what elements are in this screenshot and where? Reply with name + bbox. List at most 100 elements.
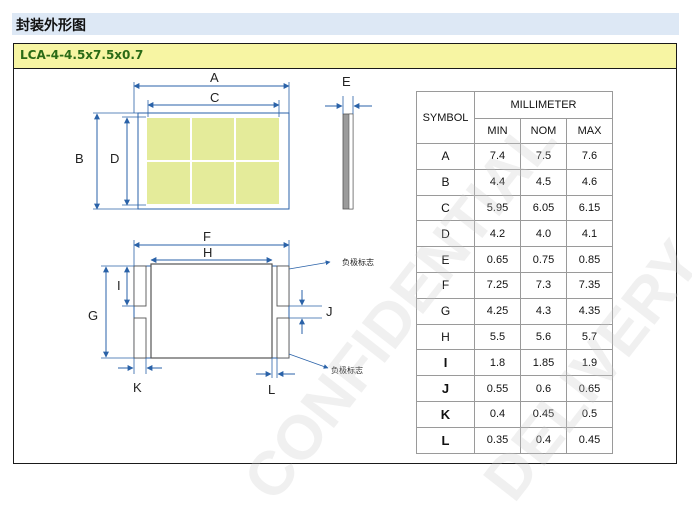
pad-cell xyxy=(145,116,192,162)
pad-grid xyxy=(145,116,281,206)
row-min: 7.25 xyxy=(474,271,521,299)
dim-label-a: A xyxy=(210,70,219,85)
section-header: 封装外形图 xyxy=(12,13,679,35)
row-min: 0.65 xyxy=(474,246,521,273)
row-nom: 4.5 xyxy=(520,168,567,196)
row-symbol: C xyxy=(416,194,475,222)
row-max: 4.35 xyxy=(566,297,613,325)
row-max: 1.9 xyxy=(566,349,613,377)
dim-label-d: D xyxy=(110,151,119,166)
table-row: D 4.2 4.0 4.1 xyxy=(416,220,613,248)
table-row: K 0.4 0.45 0.5 xyxy=(416,400,613,428)
dim-label-e: E xyxy=(342,74,351,89)
row-min: 5.95 xyxy=(474,194,521,222)
row-min: 0.4 xyxy=(474,400,521,428)
row-max: 4.1 xyxy=(566,220,613,248)
package-side-face xyxy=(348,113,354,210)
dim-label-i: I xyxy=(117,278,121,293)
row-min: 4.4 xyxy=(474,168,521,196)
row-max: 7.6 xyxy=(566,143,613,170)
row-nom: 0.75 xyxy=(520,246,567,273)
row-symbol: A xyxy=(416,143,475,170)
dim-label-k: K xyxy=(133,380,142,395)
table-row: J 0.55 0.6 0.65 xyxy=(416,375,613,402)
dim-label-c: C xyxy=(210,90,219,105)
table-row: B 4.4 4.5 4.6 xyxy=(416,168,613,196)
row-symbol: H xyxy=(416,323,475,351)
pad-cell xyxy=(145,160,192,206)
row-nom: 7.3 xyxy=(520,271,567,299)
row-nom: 7.5 xyxy=(520,143,567,170)
row-symbol: I xyxy=(416,349,475,377)
top-view: A C B D xyxy=(75,70,290,210)
pad-cell xyxy=(190,160,236,206)
bottom-view: F H G I J K L 负极标志 负极标志 xyxy=(88,229,374,397)
corner-pad xyxy=(133,265,147,307)
row-nom: 6.05 xyxy=(520,194,567,222)
pad-cell xyxy=(234,160,281,206)
row-min: 1.8 xyxy=(474,349,521,377)
row-max: 6.15 xyxy=(566,194,613,222)
corner-pad xyxy=(133,317,147,359)
package-drawing: A C B D E xyxy=(75,70,374,397)
row-max: 0.85 xyxy=(566,246,613,273)
row-nom: 1.85 xyxy=(520,349,567,377)
table-row: E 0.65 0.75 0.85 xyxy=(416,246,613,273)
row-symbol: J xyxy=(416,375,475,402)
dim-label-b: B xyxy=(75,151,84,166)
pad-cell xyxy=(234,116,281,162)
min-header: MIN xyxy=(474,118,521,144)
row-min: 0.55 xyxy=(474,375,521,402)
row-max: 0.45 xyxy=(566,426,613,454)
row-symbol: K xyxy=(416,400,475,428)
table-row: I 1.8 1.85 1.9 xyxy=(416,349,613,377)
table-row: L 0.35 0.4 0.45 xyxy=(416,426,613,454)
millimeter-header: MILLIMETER xyxy=(474,91,613,119)
row-min: 7.4 xyxy=(474,143,521,170)
row-min: 5.5 xyxy=(474,323,521,351)
nom-header: NOM xyxy=(520,118,567,144)
table-row: A 7.4 7.5 7.6 xyxy=(416,143,613,170)
dim-label-h: H xyxy=(203,245,212,260)
dimension-table: SYMBOL MILLIMETER MIN NOM MAX A 7.4 7.5 … xyxy=(416,91,613,454)
row-symbol: F xyxy=(416,271,475,299)
corner-pad xyxy=(276,317,290,359)
table-row: C 5.95 6.05 6.15 xyxy=(416,194,613,222)
dim-label-j: J xyxy=(326,304,333,319)
row-symbol: B xyxy=(416,168,475,196)
row-max: 0.5 xyxy=(566,400,613,428)
row-nom: 0.45 xyxy=(520,400,567,428)
row-nom: 4.0 xyxy=(520,220,567,248)
row-symbol: E xyxy=(416,246,475,273)
row-max: 0.65 xyxy=(566,375,613,402)
row-nom: 0.6 xyxy=(520,375,567,402)
side-view: E xyxy=(325,74,372,210)
symbol-header: SYMBOL xyxy=(416,91,475,144)
pad-cell xyxy=(190,116,236,162)
package-header: LCA-4-4.5x7.5x0.7 xyxy=(14,44,676,69)
row-symbol: L xyxy=(416,426,475,454)
dim-label-l: L xyxy=(268,382,275,397)
dim-label-g: G xyxy=(88,308,98,323)
table-row: G 4.25 4.3 4.35 xyxy=(416,297,613,325)
row-max: 4.6 xyxy=(566,168,613,196)
row-min: 0.35 xyxy=(474,426,521,454)
row-nom: 4.3 xyxy=(520,297,567,325)
row-max: 5.7 xyxy=(566,323,613,351)
corner-pad xyxy=(276,265,290,307)
package-frame: LCA-4-4.5x7.5x0.7 xyxy=(13,43,677,464)
negative-mark-note-bottom: 负极标志 xyxy=(331,365,363,375)
dim-label-f: F xyxy=(203,229,211,244)
row-nom: 0.4 xyxy=(520,426,567,454)
row-symbol: D xyxy=(416,220,475,248)
table-row: F 7.25 7.3 7.35 xyxy=(416,271,613,299)
row-max: 7.35 xyxy=(566,271,613,299)
row-symbol: G xyxy=(416,297,475,325)
package-name: LCA-4-4.5x7.5x0.7 xyxy=(20,48,144,62)
row-nom: 5.6 xyxy=(520,323,567,351)
section-title: 封装外形图 xyxy=(16,18,86,34)
negative-mark-note-top: 负极标志 xyxy=(342,257,374,267)
row-min: 4.25 xyxy=(474,297,521,325)
center-pad xyxy=(150,263,273,359)
max-header: MAX xyxy=(566,118,613,144)
